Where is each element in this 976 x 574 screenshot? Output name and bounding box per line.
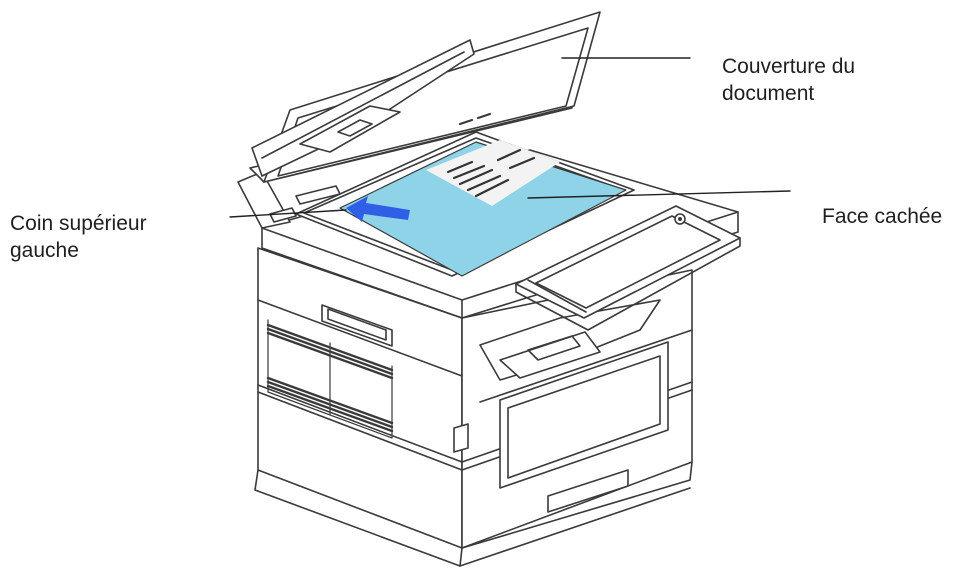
placement-arrow-icon — [346, 196, 410, 222]
face-down-label: Face cachée — [822, 203, 942, 230]
body-handle — [321, 304, 393, 347]
control-panel — [515, 205, 741, 331]
document-cover-label: Couverture du document — [722, 53, 855, 107]
face-callout-line — [527, 190, 791, 199]
document-cover-label-line1: Couverture du — [722, 55, 856, 78]
top-left-corner-label: Coin supérieur gauche — [10, 210, 147, 264]
top-left-corner-label-line2: gauche — [10, 239, 79, 262]
document-cover-label-line2: document — [722, 82, 815, 105]
face-down-label-line1: Face cachée — [822, 205, 943, 228]
output-bin — [479, 299, 661, 381]
front-door — [499, 341, 669, 513]
side-vents — [266, 319, 394, 439]
document-sheet — [339, 140, 627, 277]
front-latch — [453, 423, 469, 453]
top-left-corner-label-line1: Coin supérieur — [10, 212, 147, 235]
callout-lines — [229, 57, 791, 218]
corner-callout-line — [229, 209, 347, 218]
